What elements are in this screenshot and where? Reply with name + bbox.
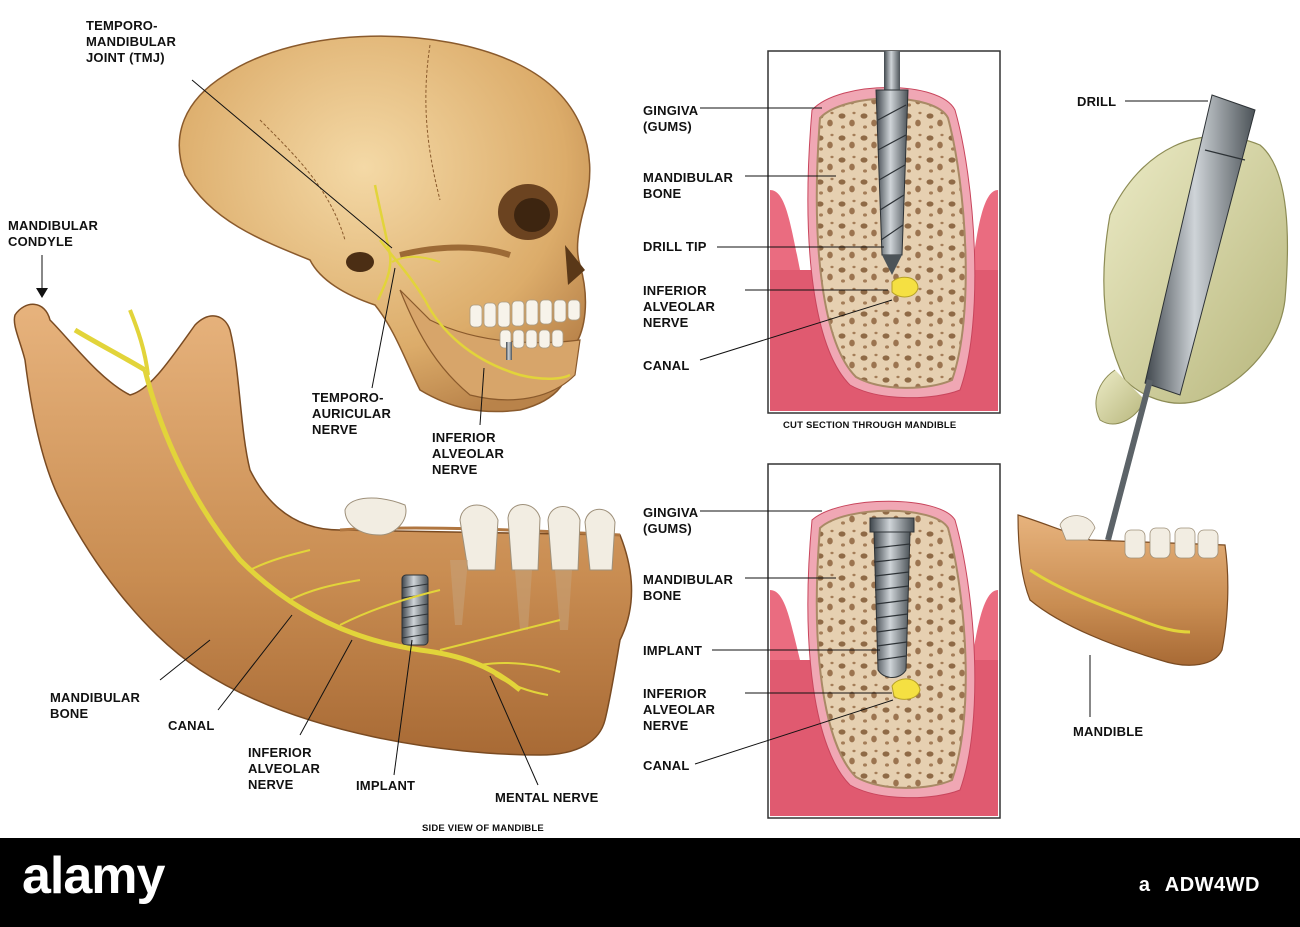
label-mental-nerve: MENTAL NERVE [495, 790, 599, 805]
label-inferior-alveolar-nerve-side: INFERIOR ALVEOLAR NERVE [248, 745, 321, 792]
side-implant [401, 574, 429, 646]
label-temporo-auricular-nerve: TEMPORO- AURICULAR NERVE [312, 390, 392, 437]
label-implant-2: IMPLANT [643, 643, 703, 658]
label-drill-tip: DRILL TIP [643, 239, 707, 254]
label-mandibular-bone-2: MANDIBULAR BONE [643, 572, 734, 603]
label-drill: DRILL [1077, 94, 1117, 109]
label-tmj: TEMPORO- MANDIBULAR JOINT (TMJ) [86, 18, 177, 65]
stock-code-prefix: a [1138, 874, 1150, 896]
label-mandible: MANDIBLE [1073, 724, 1144, 739]
label-mandibular-bone-1: MANDIBULAR BONE [643, 170, 734, 201]
label-inferior-alveolar-nerve-2: INFERIOR ALVEOLAR NERVE [643, 686, 716, 733]
label-canal-side: CANAL [168, 718, 215, 733]
label-gingiva-1: GINGIVA (GUMS) [643, 103, 699, 134]
stock-image-code: ADW4WD [1164, 874, 1260, 896]
brand-logo: alamy [22, 847, 165, 905]
label-mandibular-condyle: MANDIBULAR CONDYLE [8, 218, 99, 249]
label-inferior-alveolar-nerve-skull: INFERIOR ALVEOLAR NERVE [432, 430, 505, 477]
skull-illustration [178, 35, 591, 413]
hand-drill-illustration [1017, 94, 1289, 666]
label-canal-2: CANAL [643, 758, 690, 773]
mandible-side-view [13, 303, 633, 756]
label-gingiva-2: GINGIVA (GUMS) [643, 505, 699, 536]
cut-section-drill [767, 50, 1001, 414]
label-implant-side: IMPLANT [356, 778, 416, 793]
label-inferior-alveolar-nerve-1: INFERIOR ALVEOLAR NERVE [643, 283, 716, 330]
caption-side-view: SIDE VIEW OF MANDIBLE [422, 823, 544, 834]
anatomy-artwork [13, 35, 1289, 819]
leader-lines [36, 79, 1208, 786]
caption-cut-section: CUT SECTION THROUGH MANDIBLE [783, 420, 957, 431]
label-canal-1: CANAL [643, 358, 690, 373]
cut-section-implant [767, 463, 1001, 819]
label-mandibular-bone-side: MANDIBULAR BONE [50, 690, 141, 721]
watermark-footer: alamy a ADW4WD [0, 838, 1300, 927]
